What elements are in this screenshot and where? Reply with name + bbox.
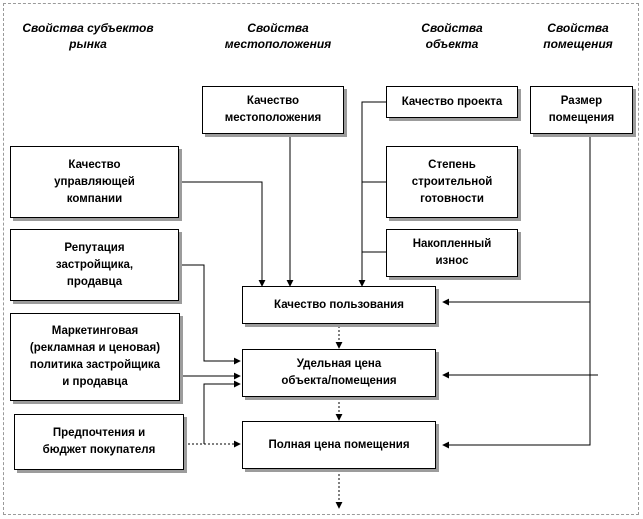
header-object: Свойства объекта [421,21,483,51]
header-location: Свойства местоположения [224,21,332,51]
link-mgmt-to-usage [179,181,266,287]
box-location-quality: Качество местоположения [202,86,344,134]
box-accumulated-wear: Накопленный износ [386,229,518,277]
link-project-to-usage [358,101,386,287]
box-full-price: Полная цена помещения [242,421,436,469]
header-premises: Свойства помещения [543,21,613,51]
box-unit-price: Удельная цена объекта/помещения [242,349,436,397]
box-developer-reputation: Репутация застройщика, продавца [10,229,179,301]
box-usage-quality: Качество пользования [242,286,436,324]
link-buyer-to-unit-price [203,380,241,444]
box-project-quality: Качество проекта [386,86,518,118]
link-size-to-full-price [442,134,591,449]
diagram-frame [3,3,639,515]
box-marketing-policy: Маркетинговая (рекламная и ценовая) поли… [10,313,180,401]
box-room-size: Размер помещения [530,86,633,134]
link-reputation-to-unit-price [179,264,241,365]
header-market-subjects: Свойства субъектов рынка [22,21,154,51]
box-management-quality: Качество управляющей компании [10,146,179,218]
box-construction-readiness: Степень строительной готовности [386,146,518,218]
box-buyer-preferences: Предпочтения и бюджет покупателя [14,414,184,470]
